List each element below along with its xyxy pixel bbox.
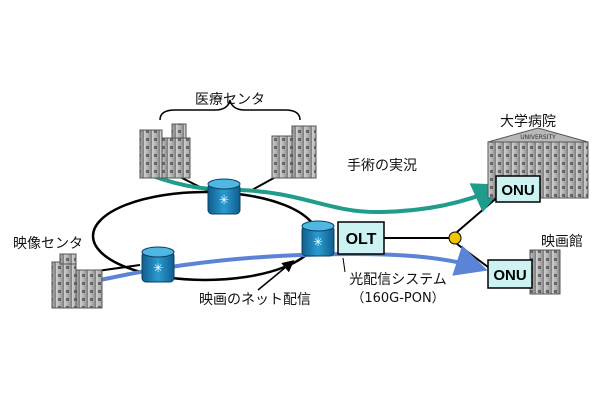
svg-text:✳: ✳ (313, 235, 323, 249)
surgery-stream-arrow (149, 173, 506, 215)
svg-text:✳: ✳ (153, 261, 163, 275)
building-icon (139, 123, 191, 179)
optical-splitter (448, 231, 462, 245)
movie-delivery-pointer (257, 260, 295, 291)
svg-text:✳: ✳ (219, 193, 229, 207)
optical-system-spec-label: （160G-PON） (351, 291, 444, 306)
cinema-building-icon (529, 249, 561, 295)
movie-net-delivery-label: 映画のネット配信 (199, 292, 311, 308)
onu-cinema-box (487, 259, 533, 289)
onu-hospital-box (495, 175, 541, 203)
onu-hospital-label: ONU (501, 182, 534, 199)
medical-center-label: 医療センタ (195, 91, 265, 108)
university-hospital-label: 大学病院 (500, 114, 556, 130)
onu-cinema-label: ONU (493, 267, 526, 284)
olt-label: OLT (346, 231, 377, 248)
building-icon (51, 253, 103, 309)
video-center-label: 映像センタ (13, 236, 83, 252)
surgery-live-label: 手術の実況 (347, 158, 417, 174)
university-sign: UNIVERSITY (520, 134, 556, 141)
olt-pointer (342, 257, 346, 273)
router-icon: ✳ (141, 246, 175, 283)
building-icon (271, 125, 317, 179)
cinema-label: 映画館 (541, 233, 583, 250)
router-icon: ✳ (301, 220, 335, 257)
medical-center-brace (159, 99, 301, 121)
olt-box (337, 221, 385, 255)
optical-system-label: 光配信システム (349, 272, 447, 288)
router-icon: ✳ (207, 178, 241, 215)
